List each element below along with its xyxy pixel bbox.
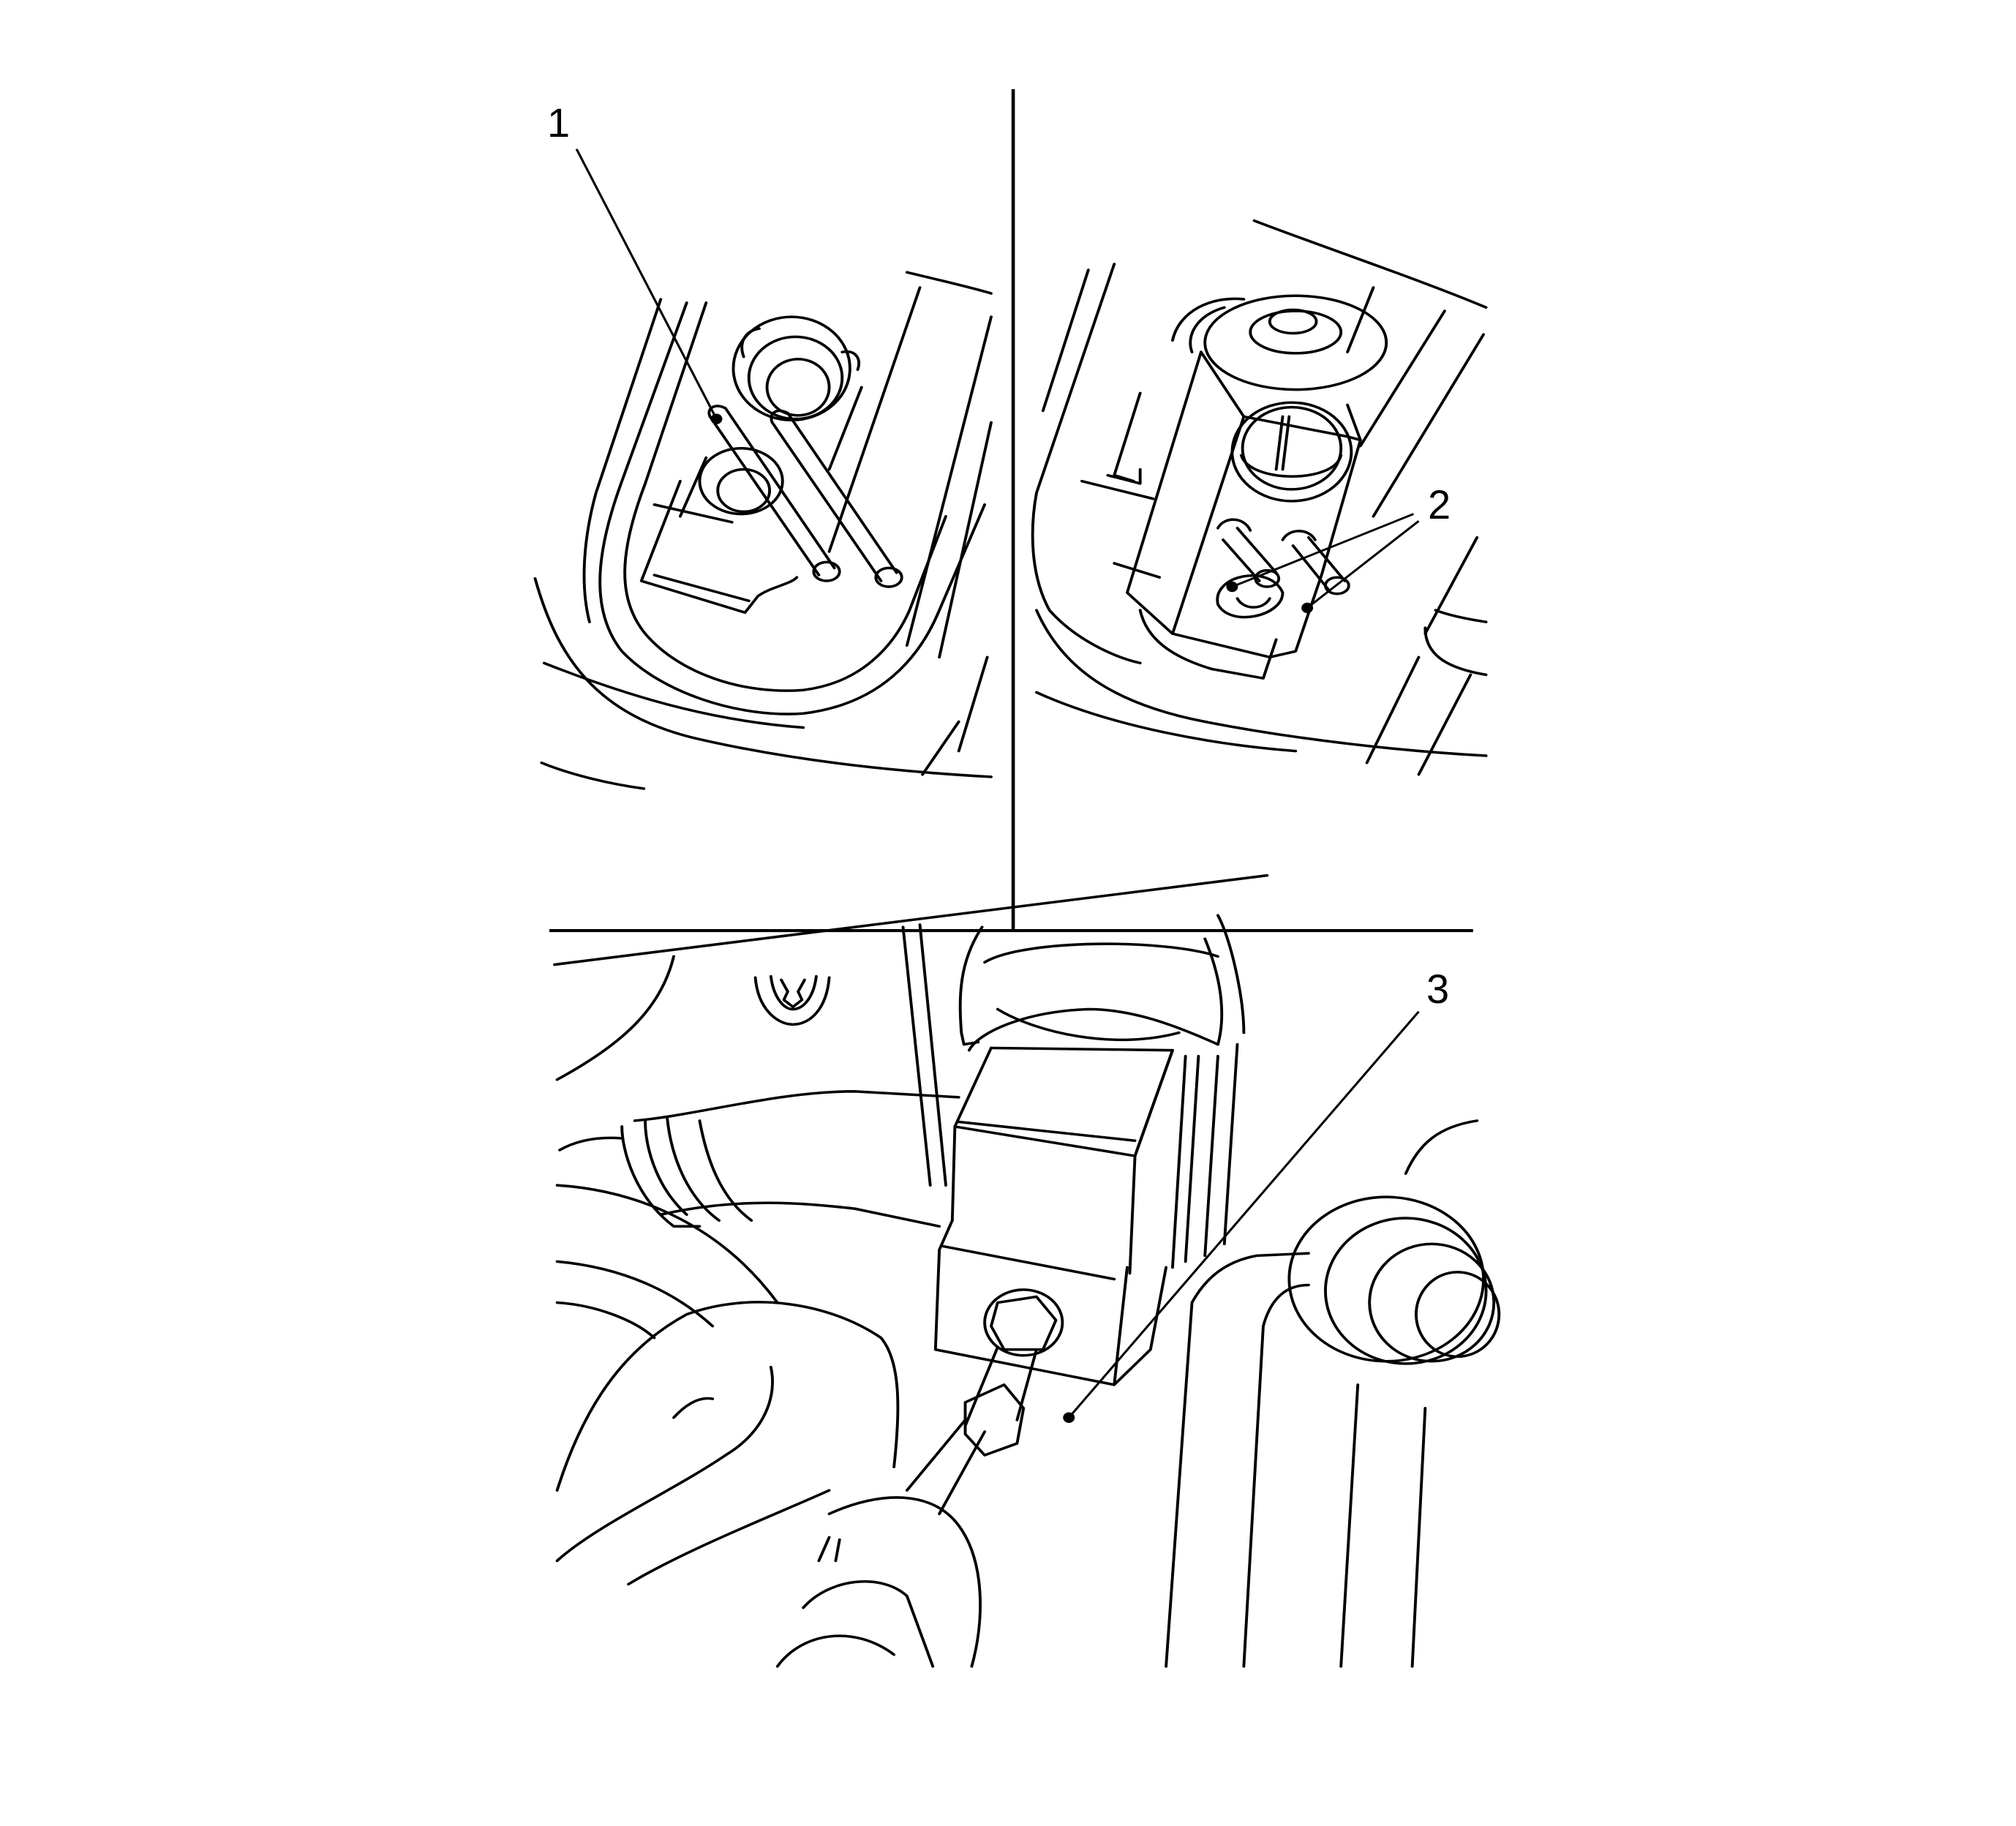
callout-label-2: 2: [1428, 481, 1451, 527]
callout-leaders: [575, 149, 1420, 1423]
leader-2b: [1306, 520, 1420, 609]
leader-2a: [1231, 513, 1415, 588]
leader-1-dot: [710, 413, 723, 424]
valve-pins: [1216, 518, 1350, 595]
panel-top-left: [533, 271, 993, 790]
leader-1: [575, 149, 718, 420]
panel-top-right: [1031, 219, 1488, 776]
callout-label-3: 3: [1426, 966, 1450, 1012]
leader-3: [1067, 1010, 1420, 1419]
panel-dividers: [549, 89, 1473, 933]
leader-2a-dot: [1226, 581, 1238, 593]
leader-2b-dot: [1301, 602, 1314, 614]
leader-3-dot: [1063, 1412, 1075, 1423]
panel-bottom: [553, 873, 1501, 1668]
callout-label-1: 1: [547, 99, 571, 146]
tool-pins: [707, 405, 903, 588]
